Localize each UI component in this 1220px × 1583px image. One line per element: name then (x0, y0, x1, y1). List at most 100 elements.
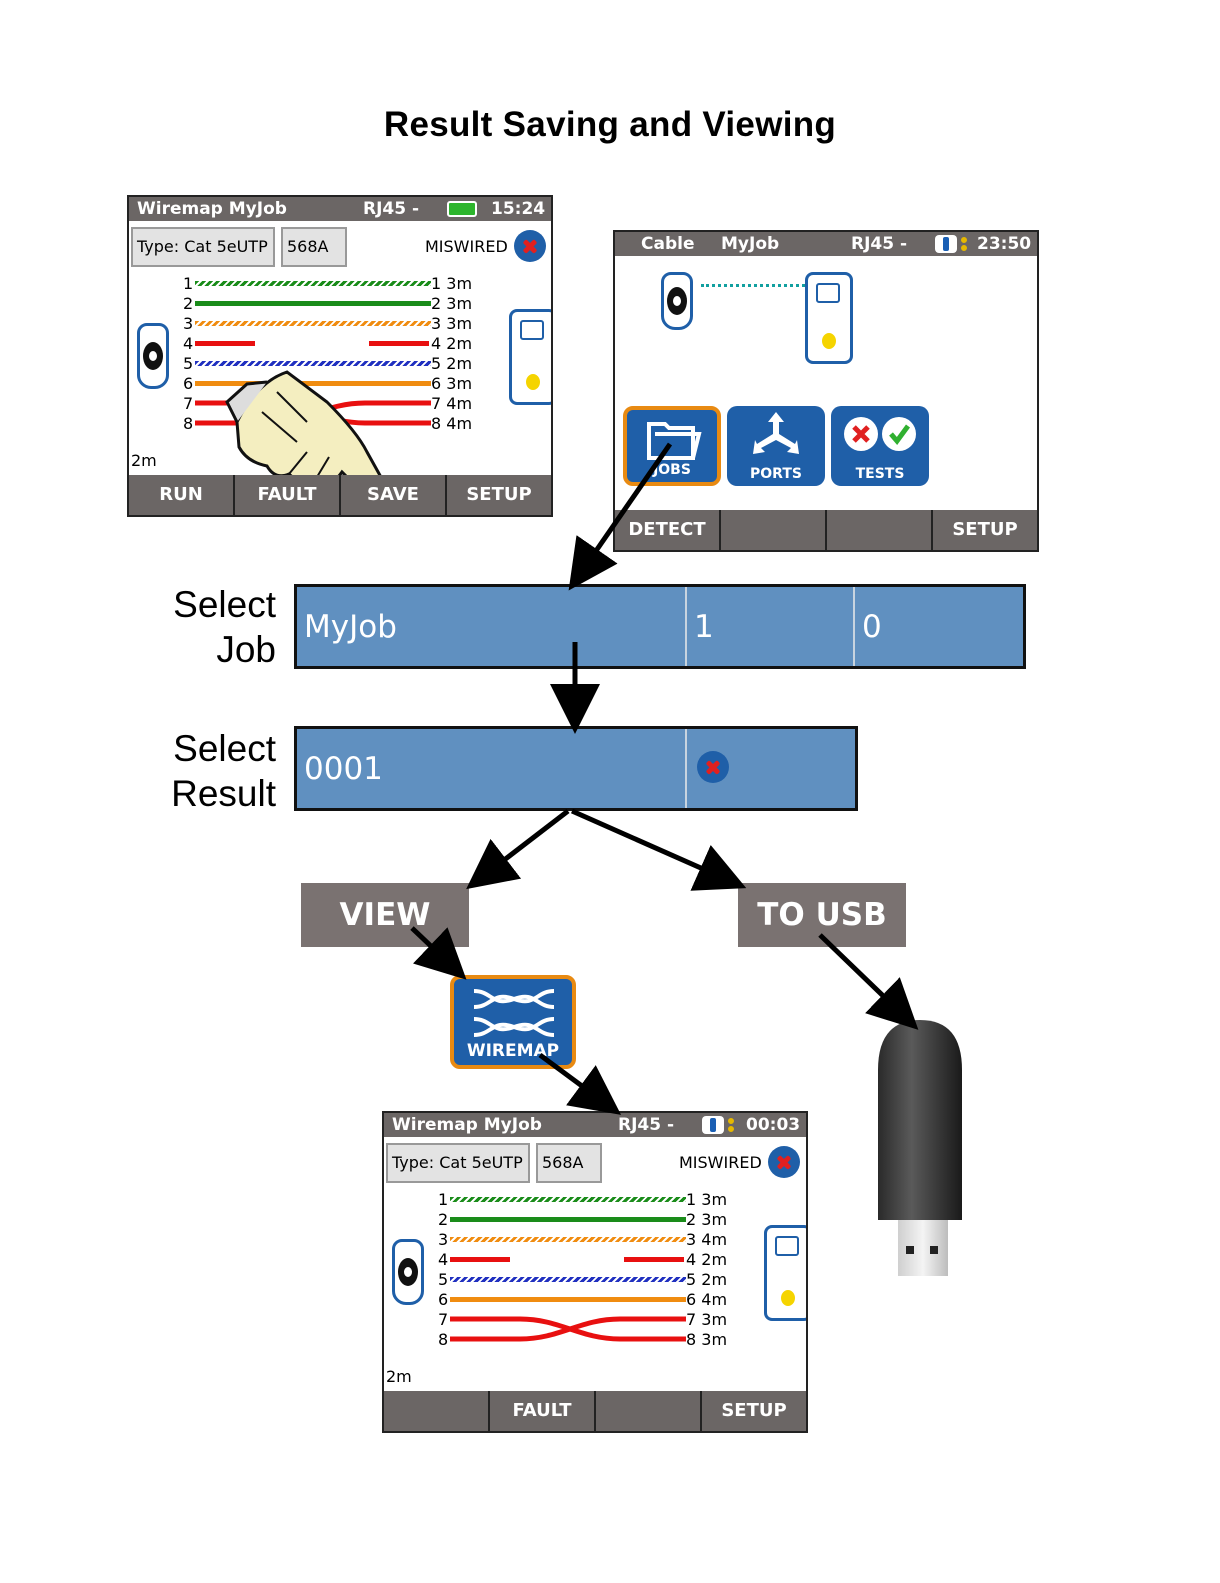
view-button[interactable]: VIEW (301, 883, 469, 947)
tests-button[interactable]: TESTS (831, 406, 929, 486)
pin-length: 2 3m (686, 1210, 728, 1229)
cable-type-box[interactable]: Type: Cat 5eUTP (131, 227, 275, 267)
job-count-cell-2: 0 (862, 609, 882, 645)
bottom-length: 2m (386, 1367, 412, 1386)
arrow-result-to-view (466, 809, 570, 890)
wire-segment (450, 1257, 510, 1262)
pin-number: 1 (183, 274, 194, 293)
standard-box[interactable]: 568A (536, 1143, 602, 1183)
blank-softkey-3[interactable] (594, 1391, 700, 1431)
arrow-result-to-usb (570, 808, 747, 891)
wiremap-screen-viewed: Wiremap MyJob RJ45 - 00:03 Type: Cat 5eU… (382, 1111, 808, 1433)
pin-number: 5 (183, 354, 194, 373)
wire (195, 321, 431, 326)
wire (195, 281, 431, 286)
pin-length: 6 4m (686, 1290, 728, 1309)
pin-length: 6 3m (431, 374, 473, 393)
to-usb-button[interactable]: TO USB (738, 883, 906, 947)
fault-softkey[interactable]: FAULT (233, 475, 339, 515)
standard-box[interactable]: 568A (281, 227, 347, 267)
pin-length: 8 4m (431, 414, 473, 433)
status-time: 23:50 (977, 234, 1032, 254)
status-bar: Wiremap MyJob RJ45 - 15:24 (129, 197, 551, 221)
miswired-icon (697, 751, 729, 783)
status-bar: Cable MyJob RJ45 - 23:50 (615, 232, 1037, 256)
wiremap-label: WIREMAP (466, 1041, 560, 1061)
select-job-label: Select Job (130, 582, 276, 672)
job-row[interactable]: MyJob 1 0 (294, 584, 1026, 669)
status-job: MyJob (721, 234, 780, 254)
wire (450, 1197, 686, 1202)
cable-type-box[interactable]: Type: Cat 5eUTP (386, 1143, 530, 1183)
hand-pointer-icon (225, 370, 394, 504)
setup-softkey[interactable]: SETUP (931, 510, 1037, 550)
tests-label: TESTS (855, 466, 905, 482)
pin-length: 5 2m (431, 354, 473, 373)
ports-label: PORTS (750, 466, 802, 482)
wiremap-icon (473, 989, 555, 1037)
pin-number: 1 (438, 1190, 449, 1209)
result-status: MISWIRED (679, 1153, 762, 1172)
ports-icon (753, 412, 799, 454)
select-result-label-line1: Select (173, 728, 276, 769)
battery-icon (447, 201, 477, 217)
blank-softkey-1[interactable] (384, 1391, 488, 1431)
twisted-cable-icon (701, 284, 811, 287)
pin-number: 8 (183, 414, 194, 433)
blank-softkey-2[interactable] (719, 510, 825, 550)
crossed-wire (450, 1316, 686, 1342)
pin-length: 7 3m (686, 1310, 728, 1329)
miswired-icon (768, 1146, 800, 1178)
wire (450, 1237, 686, 1242)
detect-softkey[interactable]: DETECT (628, 519, 706, 540)
tester-icon (805, 272, 853, 364)
pin-length: 4 2m (431, 334, 473, 353)
job-name-cell: MyJob (297, 587, 687, 666)
pin-length: 8 3m (686, 1330, 728, 1349)
status-title: Cable (641, 234, 695, 254)
pin-length: 4 2m (686, 1250, 728, 1269)
status-connector: RJ45 - (851, 234, 908, 254)
softkey-bar: DETECT SETUP (615, 510, 1037, 550)
run-softkey[interactable]: RUN (159, 484, 203, 505)
select-job-label-line1: Select (173, 584, 276, 625)
wire-segment (195, 341, 255, 346)
setup-softkey[interactable]: SETUP (445, 475, 551, 515)
pin-number: 6 (183, 374, 194, 393)
status-time: 15:24 (491, 199, 546, 219)
ports-button[interactable]: PORTS (727, 406, 825, 486)
pin-number: 3 (183, 314, 194, 333)
blank-softkey-3[interactable] (825, 510, 931, 550)
wiremap-button[interactable]: WIREMAP (450, 975, 576, 1069)
pin-number: 4 (183, 334, 194, 353)
folder-icon (647, 422, 702, 460)
select-result-label-line2: Result (171, 773, 276, 814)
save-softkey[interactable]: SAVE (339, 475, 445, 515)
tester-icon (509, 309, 551, 405)
miswired-icon (514, 230, 546, 262)
result-row[interactable]: 0001 (294, 726, 858, 811)
pin-number: 4 (438, 1250, 449, 1269)
wire (195, 361, 431, 366)
jobs-button[interactable]: JOBS (623, 406, 721, 486)
usb-flash-drive-icon (878, 1020, 962, 1276)
setup-softkey[interactable]: SETUP (700, 1391, 806, 1431)
wiremap-screen-saved: Wiremap MyJob RJ45 - 15:24 Type: Cat 5eU… (127, 195, 553, 517)
remote-unit-icon (137, 323, 169, 389)
wire-segment (624, 1257, 684, 1262)
power-icon (935, 235, 957, 253)
wire (195, 301, 431, 306)
select-result-label: Select Result (130, 726, 276, 816)
status-connector: RJ45 - (618, 1115, 675, 1135)
page-title: Result Saving and Viewing (383, 105, 837, 144)
pin-length: 5 2m (686, 1270, 728, 1289)
wire (450, 1277, 686, 1282)
fault-softkey[interactable]: FAULT (488, 1391, 594, 1431)
result-status: MISWIRED (425, 237, 508, 256)
wire (195, 381, 431, 386)
pin-number: 2 (438, 1210, 449, 1229)
arrow-usb-to-drive (818, 933, 919, 1030)
wire-segment (369, 341, 429, 346)
remote-unit-icon (661, 272, 693, 330)
status-bar: Wiremap MyJob RJ45 - 00:03 (384, 1113, 806, 1137)
